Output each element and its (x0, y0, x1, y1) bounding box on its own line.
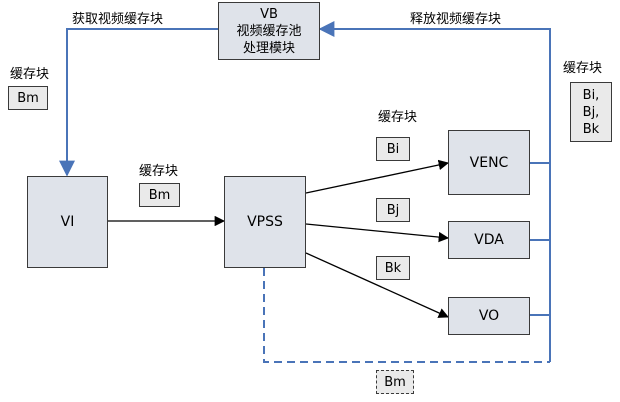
right-block-line2: Bj, (582, 104, 600, 120)
vi-module: VI (27, 176, 108, 268)
middle-bm-block: Bm (139, 183, 180, 207)
vda-module: VDA (448, 221, 530, 259)
vo-module: VO (448, 297, 530, 335)
right-block-line1: Bi, (582, 87, 600, 103)
right-bi-bj-bk-block: Bi, Bj, Bk (570, 82, 612, 142)
release-buffer-connector (318, 21, 551, 362)
venc-module: VENC (448, 130, 530, 195)
vpss-module: VPSS (224, 176, 306, 268)
middle-cache-label: 缓存块 (139, 164, 179, 179)
vb-subtitle-line2: 处理模块 (242, 40, 295, 56)
vb-pool-module: VB 视频缓存池 处理模块 (218, 2, 320, 60)
get-buffer-connector (59, 28, 218, 177)
vb-title: VB (260, 6, 278, 22)
vpss-to-vda-arrow (305, 223, 450, 243)
vpss-output-cache-label: 缓存块 (378, 110, 418, 125)
bk-block: Bk (376, 256, 410, 280)
vpss-to-vo-arrow (305, 252, 449, 318)
bi-block: Bi (376, 137, 410, 161)
right-cache-label: 缓存块 (563, 61, 603, 76)
vpss-release-dashed-connector (263, 268, 550, 363)
release-buffer-label: 释放视频缓存块 (410, 12, 502, 27)
left-bm-block: Bm (8, 86, 48, 110)
bj-block: Bj (376, 198, 410, 222)
vpss-to-venc-arrow (305, 159, 450, 194)
get-buffer-label: 获取视频缓存块 (72, 12, 164, 27)
bottom-bm-block: Bm (376, 370, 414, 394)
left-cache-label: 缓存块 (10, 67, 50, 82)
vb-subtitle-line1: 视频缓存池 (236, 23, 302, 39)
right-block-line3: Bk (582, 121, 600, 137)
